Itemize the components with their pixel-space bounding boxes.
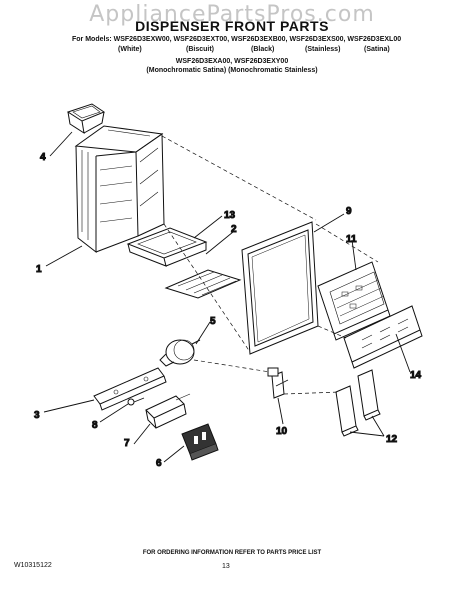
- part-12-drawing: [335, 369, 381, 437]
- document-number: W10315122: [14, 562, 52, 569]
- callout-11: 11: [346, 234, 357, 245]
- page-title: DISPENSER FRONT PARTS: [135, 18, 329, 34]
- part-7-drawing: [145, 393, 191, 429]
- part-3-drawing: [93, 367, 167, 411]
- callout-4: 4: [40, 152, 46, 163]
- part-2-drawing: [164, 269, 242, 299]
- callout-2: 2: [231, 224, 237, 235]
- color-black: (Black): [251, 46, 275, 53]
- callout-8: 8: [92, 420, 98, 431]
- callout-1: 1: [36, 264, 42, 275]
- callout-10: 10: [276, 426, 288, 437]
- models-line: For Models: WSF26D3EXW00, WSF26D3EXT00, …: [72, 36, 402, 43]
- ordering-note: FOR ORDERING INFORMATION REFER TO PARTS …: [142, 550, 322, 556]
- color-stainless: (Stainless): [305, 46, 341, 53]
- color-satina: (Satina): [364, 46, 390, 53]
- part-13-drawing: [126, 227, 208, 267]
- callout-9: 9: [346, 206, 352, 217]
- part-5-drawing: [159, 339, 201, 367]
- page-number: 13: [222, 563, 230, 570]
- part-6-drawing: [181, 423, 219, 461]
- part-11-drawing: [317, 261, 391, 341]
- variant-models-line: WSF26D3EXA00, WSF26D3EXY00: [175, 58, 289, 65]
- callout-12: 12: [386, 434, 398, 445]
- leader-lines: [43, 131, 411, 463]
- part-10-drawing: [267, 367, 289, 399]
- watermark: AppliancePartsPros.com: [89, 2, 375, 27]
- callout-6: 6: [156, 458, 162, 469]
- callout-5: 5: [210, 316, 216, 327]
- part-14-drawing: [343, 305, 423, 369]
- part-1-drawing: [74, 125, 165, 254]
- part-8-drawing: [127, 397, 145, 406]
- alignment-lines: [161, 135, 379, 395]
- color-biscuit: (Biscuit): [186, 46, 214, 53]
- variant-colors-line: (Monochromatic Satina) (Monochromatic St…: [146, 67, 318, 74]
- callout-7: 7: [124, 438, 130, 449]
- part-4-drawing: [66, 103, 106, 135]
- variant-models: WSF26D3EXA00, WSF26D3EXY00 (Monochromati…: [12, 57, 452, 75]
- part-9-drawing: [241, 221, 319, 355]
- callout-14: 14: [410, 370, 422, 381]
- color-white: (White): [118, 46, 142, 53]
- callout-13: 13: [224, 210, 236, 221]
- callout-3: 3: [34, 410, 40, 421]
